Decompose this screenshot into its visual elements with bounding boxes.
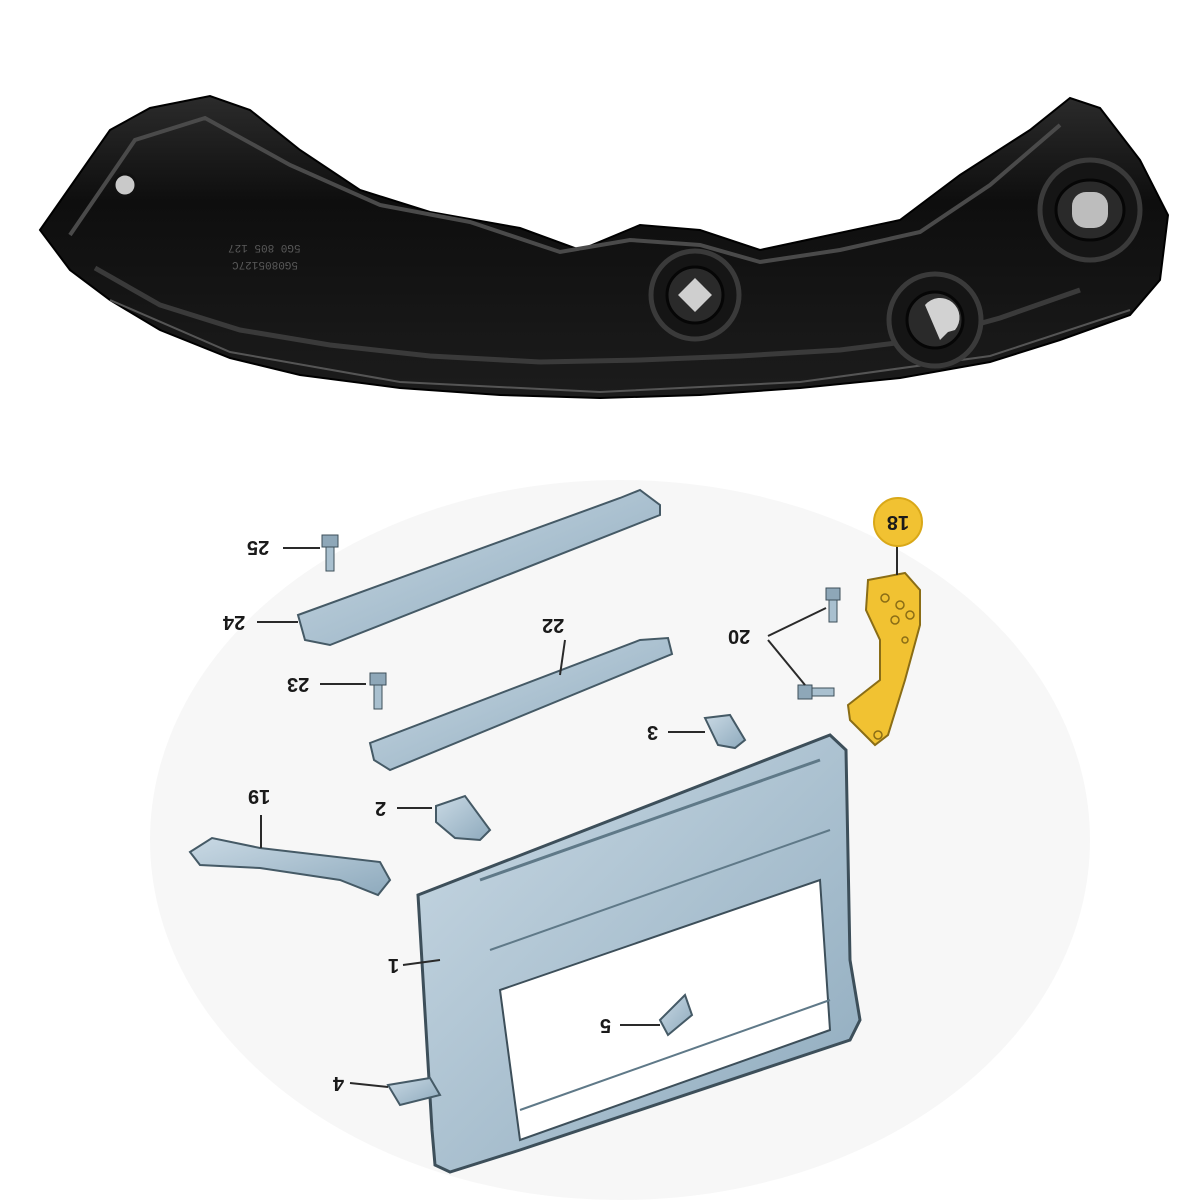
part-4-clip (386, 1076, 442, 1107)
callout-4: 4 (333, 1072, 345, 1094)
part-5-clip (658, 993, 694, 1037)
screw-20-lower (797, 684, 835, 700)
bracket-edge-highlight (109, 299, 1131, 394)
screw-20-upper (825, 587, 841, 623)
callout-1: 1 (388, 954, 400, 976)
part-18-highlighted-bracket (846, 571, 921, 747)
bracket-photo (38, 94, 1170, 400)
callout-18-highlighted: 18 (873, 497, 923, 547)
part-24-strip (296, 488, 661, 647)
callout-20: 20 (728, 625, 751, 647)
part-19-bracket (188, 836, 392, 897)
part-2-clip (435, 794, 492, 842)
part-1-front-carrier (416, 733, 862, 1174)
exploded-diagram (150, 480, 1090, 1200)
callout-25: 25 (247, 536, 270, 558)
screw-23 (369, 672, 387, 710)
bracket-hole-small (112, 172, 138, 198)
callout-24: 24 (223, 611, 246, 633)
bracket-hole-square (648, 248, 742, 342)
callout-2: 2 (375, 797, 387, 819)
bracket-hole-oval (1037, 157, 1143, 263)
part-stamp-line1: 5G0 805 127 (228, 241, 301, 254)
callout-19: 19 (248, 785, 271, 807)
part-18-holes (873, 593, 915, 740)
screw-25 (321, 534, 339, 572)
bracket-hole-round-mid (886, 271, 984, 369)
callout-3: 3 (647, 721, 659, 743)
part-stamp-line2: 5G0805127C (232, 258, 299, 271)
callout-5: 5 (600, 1014, 612, 1036)
bracket-ridge-upper (68, 115, 1062, 265)
part-3-clip (703, 713, 747, 750)
bracket-body (38, 94, 1170, 400)
part-22-strip (368, 636, 674, 772)
callout-22: 22 (542, 614, 565, 636)
callout-23: 23 (287, 673, 310, 695)
